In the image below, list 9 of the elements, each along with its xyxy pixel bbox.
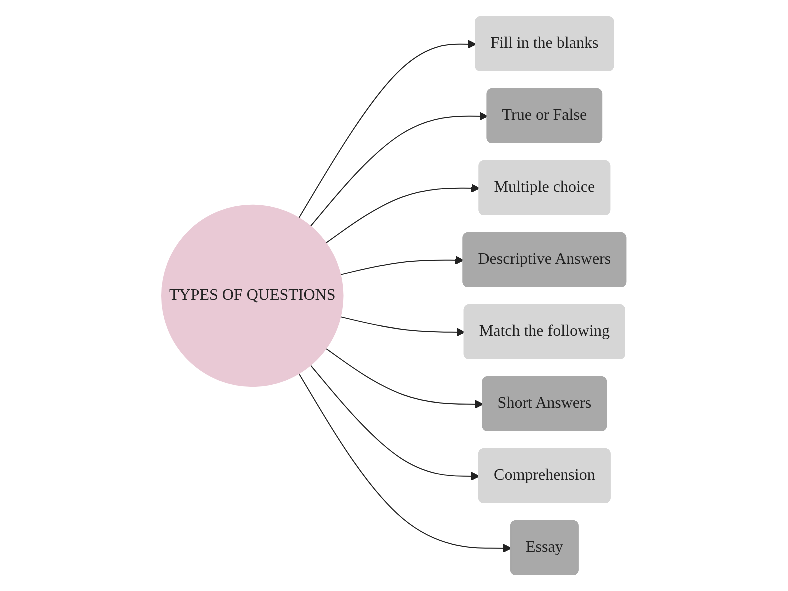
- arrow: [298, 40, 477, 218]
- arrow: [310, 364, 480, 480]
- arrow: [326, 184, 480, 244]
- arrow: [326, 348, 484, 408]
- arrow: [298, 372, 512, 552]
- arrow: [340, 256, 464, 275]
- arrow: [310, 112, 488, 226]
- node-circle: TYPES OF QUESTIONS: [161, 204, 344, 387]
- arrow: [340, 316, 466, 336]
